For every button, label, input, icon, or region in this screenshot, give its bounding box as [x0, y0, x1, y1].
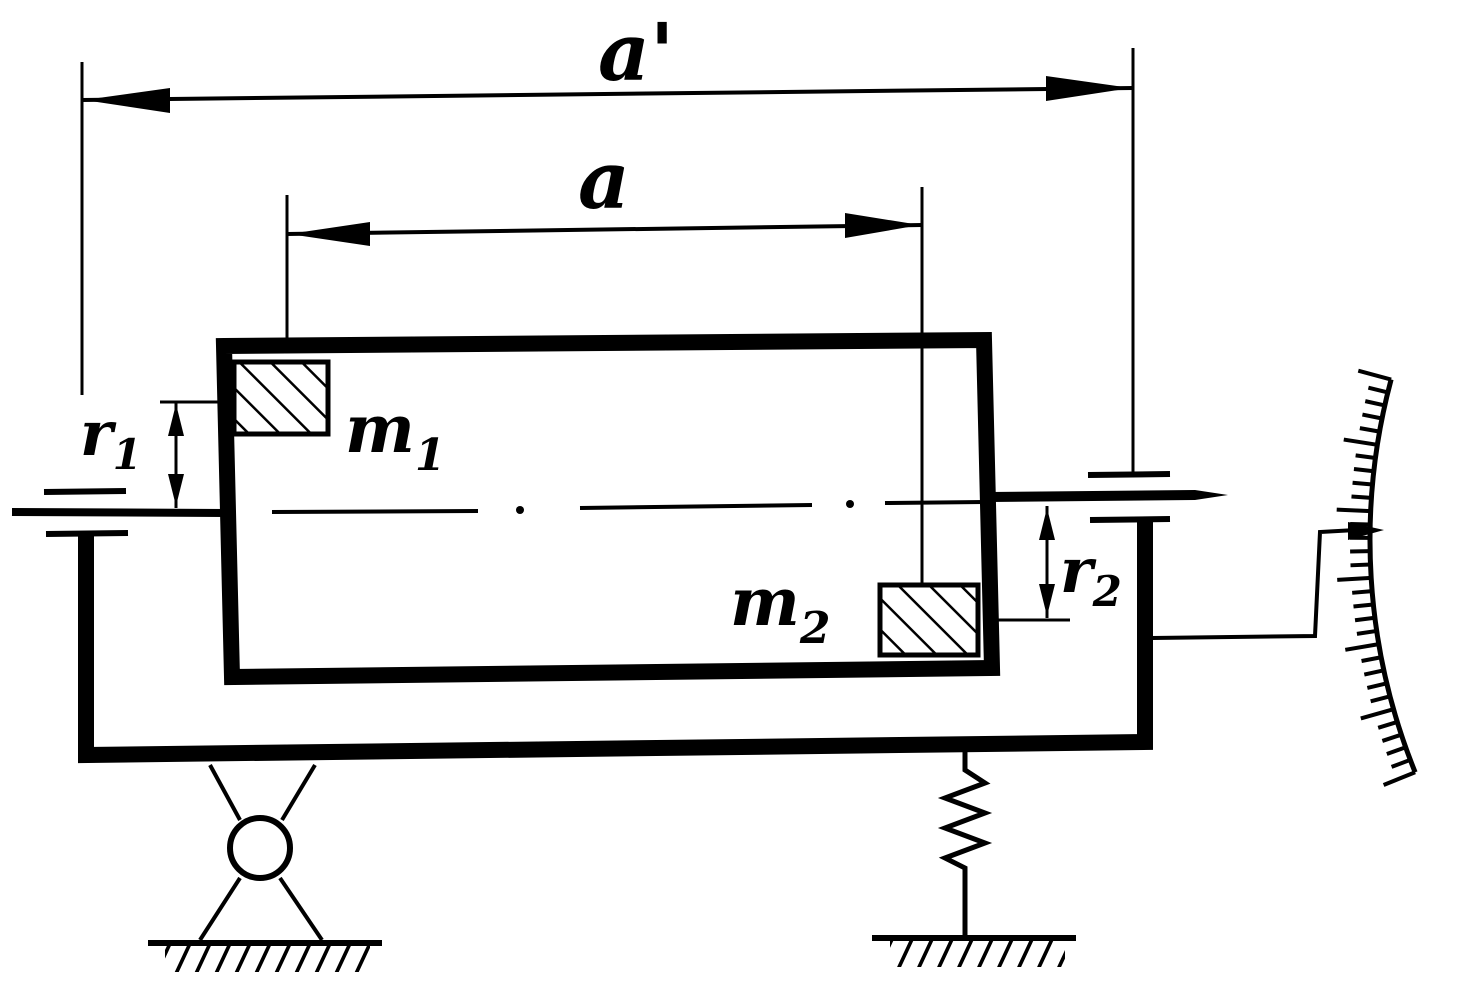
- radius-r2-dimension: [990, 506, 1070, 622]
- pivot-ground-hatch: [165, 946, 370, 972]
- dial-tick: [1336, 507, 1371, 514]
- radius-label-r1: r1: [80, 397, 142, 479]
- dial-tick: [1356, 628, 1377, 636]
- cradle-frame: [78, 520, 1153, 764]
- axis-centerline: [271, 500, 985, 514]
- radius-r1-dimension: [160, 400, 222, 508]
- dial-tick: [1354, 615, 1376, 623]
- dial-tick: [1359, 426, 1380, 434]
- dial-tick: [1337, 575, 1372, 582]
- dial-tick: [1364, 399, 1386, 408]
- indicator-pointer: [1348, 522, 1384, 540]
- mass-label-m2: m2: [730, 563, 830, 654]
- pivot-support: [148, 763, 382, 972]
- mass-m1-block: [231, 359, 331, 437]
- left-shaft: [11, 508, 227, 517]
- dial-tick: [1377, 720, 1398, 730]
- dimension-label-a: a: [578, 133, 630, 227]
- dial-tick: [1351, 494, 1372, 500]
- mass-m2-block: [877, 582, 981, 658]
- dial-tick: [1370, 694, 1391, 704]
- right-bearing: [1087, 471, 1171, 523]
- dial-scale: [1336, 368, 1418, 787]
- dimension-inner-a: a: [285, 133, 924, 585]
- dial-tick: [1357, 368, 1392, 382]
- dial-tick: [1353, 467, 1375, 474]
- dial-tick: [1352, 589, 1373, 595]
- spring-ground-hatch: [890, 941, 1065, 967]
- dimension-label-a-prime: a': [598, 5, 674, 99]
- dial-tick: [1363, 668, 1385, 677]
- dial-tick: [1350, 562, 1371, 568]
- dial-tick: [1360, 707, 1395, 721]
- indicator-linkage: [1151, 528, 1357, 640]
- dial-tick: [1361, 655, 1382, 663]
- dial-tick: [1381, 732, 1402, 743]
- dial-tick: [1366, 681, 1388, 690]
- dial-tick: [1367, 385, 1389, 395]
- mass-label-m1: m1: [345, 390, 445, 481]
- dimension-outer-a-prime: a': [80, 5, 1135, 475]
- radius-label-r2: r2: [1060, 534, 1122, 616]
- dial-tick: [1352, 480, 1373, 487]
- right-shaft: [990, 490, 1228, 502]
- indicator: [1151, 368, 1418, 787]
- dial-tick: [1390, 757, 1411, 769]
- dial-tick: [1386, 745, 1407, 756]
- pivot-hinge: [227, 815, 293, 881]
- dial-tick: [1344, 642, 1380, 652]
- dial-tick: [1362, 412, 1383, 421]
- rotor: [215, 331, 1001, 686]
- dial-tick: [1353, 602, 1374, 609]
- dial-tick: [1343, 437, 1378, 447]
- spring: [937, 750, 993, 935]
- rotor-body: [215, 331, 1001, 686]
- dial-tick: [1350, 521, 1371, 527]
- dial-tick: [1355, 453, 1376, 460]
- dial-arc: [1367, 378, 1418, 774]
- dial-tick: [1382, 770, 1416, 787]
- spring-support: [872, 750, 1076, 967]
